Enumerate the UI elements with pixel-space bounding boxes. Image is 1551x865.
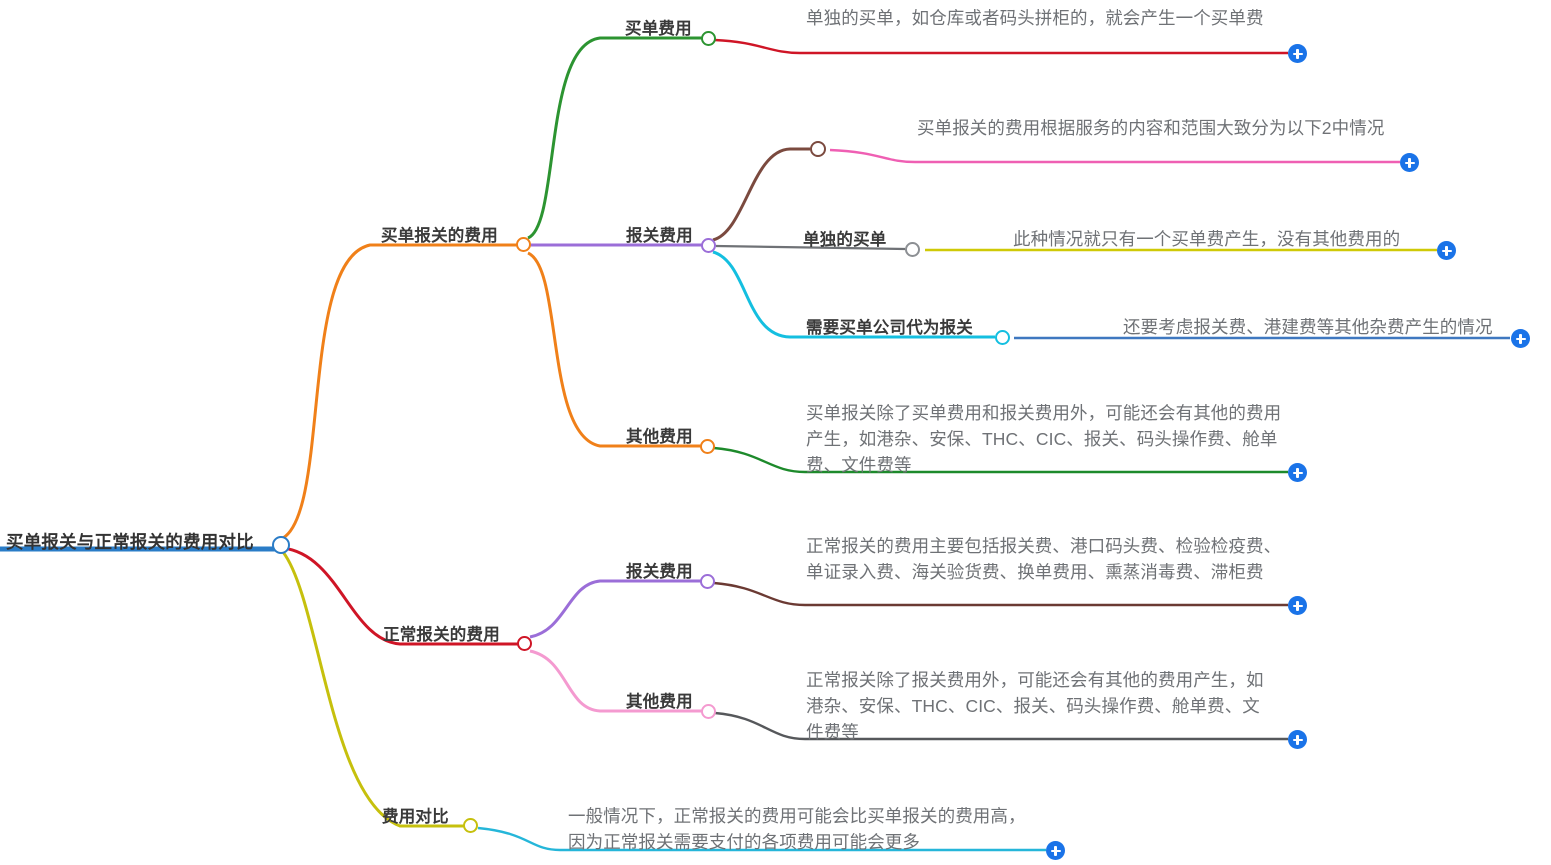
link-b1-to-其他费用 (527, 251, 702, 448)
expand-button-单独的买单[interactable] (1437, 241, 1456, 260)
node-dot-买单报关费用说明[interactable] (810, 141, 826, 157)
expand-button-买单费用[interactable] (1288, 44, 1307, 63)
link-root-to-branch1 (282, 243, 518, 540)
node-dot-单独的买单[interactable] (905, 242, 920, 257)
leaf-link-g1 (829, 148, 1400, 164)
node-label-报关费用-正常[interactable]: 报关费用 (626, 563, 693, 581)
node-dot-报关费用-正常[interactable] (700, 574, 715, 589)
leaf-text-需要买单公司代为报关: 还要考虑报关费、港建费等其他杂费产生的情况 (1123, 317, 1493, 337)
expand-button-其他费用-买单[interactable] (1288, 463, 1307, 482)
node-label-买单费用[interactable]: 买单费用 (625, 20, 692, 38)
leaf-text-报关费用-正常: 正常报关的费用主要包括报关费、港口码头费、检验检疫费、单证录入费、海关验货费、换… (806, 536, 1282, 582)
node-dot-需要买单公司代为报关[interactable] (995, 330, 1010, 345)
leaf-text-其他费用-正常: 正常报关除了报关费用外，可能还会有其他的费用产生，如港杂、安保、THC、CIC、… (806, 670, 1264, 742)
link-b1-to-买单费用 (527, 36, 703, 240)
node-dot-报关费用-买单[interactable] (701, 238, 716, 253)
node-dot-买单费用[interactable] (701, 31, 716, 46)
expand-button-报关费用-正常[interactable] (1288, 596, 1307, 615)
link-root-to-branch3 (281, 551, 466, 828)
branch-dot-买单报关的费用[interactable] (516, 237, 531, 252)
node-label-其他费用-买单[interactable]: 其他费用 (626, 428, 693, 446)
node-label-报关费用-买单[interactable]: 报关费用 (626, 227, 693, 245)
expand-button-费用对比[interactable] (1046, 841, 1065, 860)
branch-dot-费用对比[interactable] (463, 818, 478, 833)
leaf-link-买单费用 (714, 38, 1288, 55)
root-node-label[interactable]: 买单报关与正常报关的费用对比 (6, 532, 254, 552)
leaf-text-单独的买单: 此种情况就只有一个买单费产生，没有其他费用的 (1013, 229, 1401, 249)
expand-button-买单报关费用说明[interactable] (1400, 153, 1419, 172)
leaf-text-其他费用-买单: 买单报关除了买单费用和报关费用外，可能还会有其他的费用产生，如港杂、安保、THC… (806, 403, 1282, 475)
node-label-单独的买单[interactable]: 单独的买单 (803, 231, 887, 249)
branch-dot-正常报关的费用[interactable] (517, 636, 532, 651)
branch-label-费用对比[interactable]: 费用对比 (382, 808, 449, 826)
branch-label-买单报关的费用[interactable]: 买单报关的费用 (381, 227, 498, 245)
node-dot-其他费用-正常[interactable] (701, 704, 716, 719)
root-node-dot[interactable] (272, 536, 290, 554)
leaf-text-买单费用: 单独的买单，如仓库或者码头拼柜的，就会产生一个买单费 (806, 8, 1264, 28)
branch-label-正常报关的费用[interactable]: 正常报关的费用 (383, 626, 500, 644)
expand-button-其他费用-正常[interactable] (1288, 730, 1307, 749)
node-dot-其他费用-买单[interactable] (700, 439, 715, 454)
leaf-text-费用对比: 一般情况下，正常报关的费用可能会比买单报关的费用高，因为正常报关需要支付的各项费… (568, 806, 1026, 852)
leaf-text-买单报关费用说明: 买单报关的费用根据服务的内容和范围大致分为以下2中情况 (917, 118, 1385, 138)
node-label-其他费用-正常[interactable]: 其他费用 (626, 693, 693, 711)
leaf-link-报关费用-正常 (713, 581, 1288, 607)
node-label-需要买单公司代为报关[interactable]: 需要买单公司代为报关 (806, 319, 973, 337)
link-报关费用-to-g1 (712, 147, 810, 242)
expand-button-需要买单公司代为报关[interactable] (1511, 329, 1530, 348)
link-b2-to-报关费用 (529, 579, 702, 639)
